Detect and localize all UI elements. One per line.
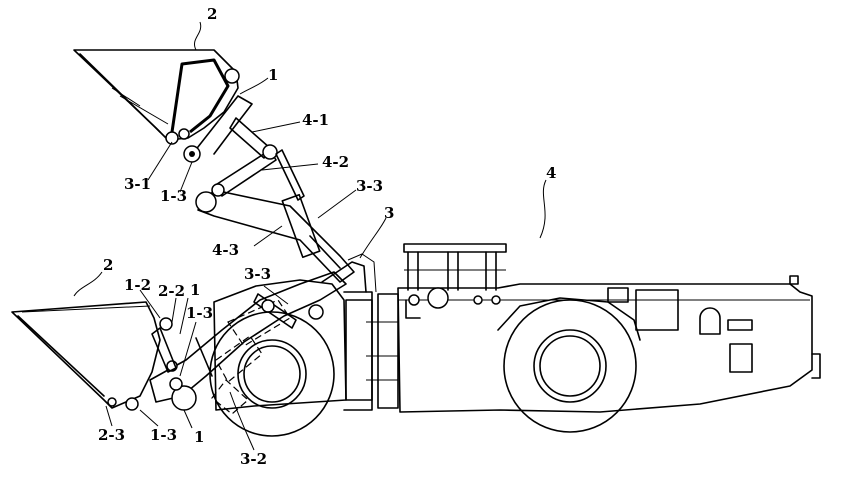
label-cylinder-3-3-raised: 3-3 xyxy=(356,177,383,195)
label-bucket-lowered: 2 xyxy=(103,256,113,274)
front-wheel xyxy=(209,311,335,437)
label-1-2: 1-2 xyxy=(124,276,151,294)
rear-body xyxy=(397,243,821,413)
lowered-boom xyxy=(149,271,347,411)
label-3: 3 xyxy=(384,204,394,222)
label-3-1: 3-1 xyxy=(124,175,151,193)
raised-links xyxy=(211,117,278,197)
front-frame xyxy=(213,253,399,411)
leader-lines xyxy=(73,21,547,451)
label-link-4-1: 4-1 xyxy=(302,111,329,129)
label-2-3: 2-3 xyxy=(98,426,125,444)
label-bucket-raised: 2 xyxy=(207,5,217,23)
label-3-2: 3-2 xyxy=(240,450,267,468)
label-1-3-bottom: 1-3 xyxy=(150,426,177,444)
label-4: 4 xyxy=(546,164,556,182)
label-1-bottom: 1 xyxy=(194,428,204,446)
lowered-bucket xyxy=(11,301,173,411)
label-1-3-mid: 1-3 xyxy=(186,304,213,322)
label-1-3-raised: 1-3 xyxy=(160,187,187,205)
label-3-3-lowered: 3-3 xyxy=(244,265,271,283)
label-link-4-2: 4-2 xyxy=(322,153,349,171)
label-boom-raised: 1 xyxy=(268,66,278,84)
raised-cylinder-3-3 xyxy=(275,149,341,269)
label-1-top: 1 xyxy=(190,281,200,299)
label-2-2: 2-2 xyxy=(158,282,185,300)
raised-boom xyxy=(183,95,355,283)
label-4-3: 4-3 xyxy=(212,241,239,259)
raised-bucket xyxy=(73,49,240,145)
rear-wheel xyxy=(497,297,641,433)
